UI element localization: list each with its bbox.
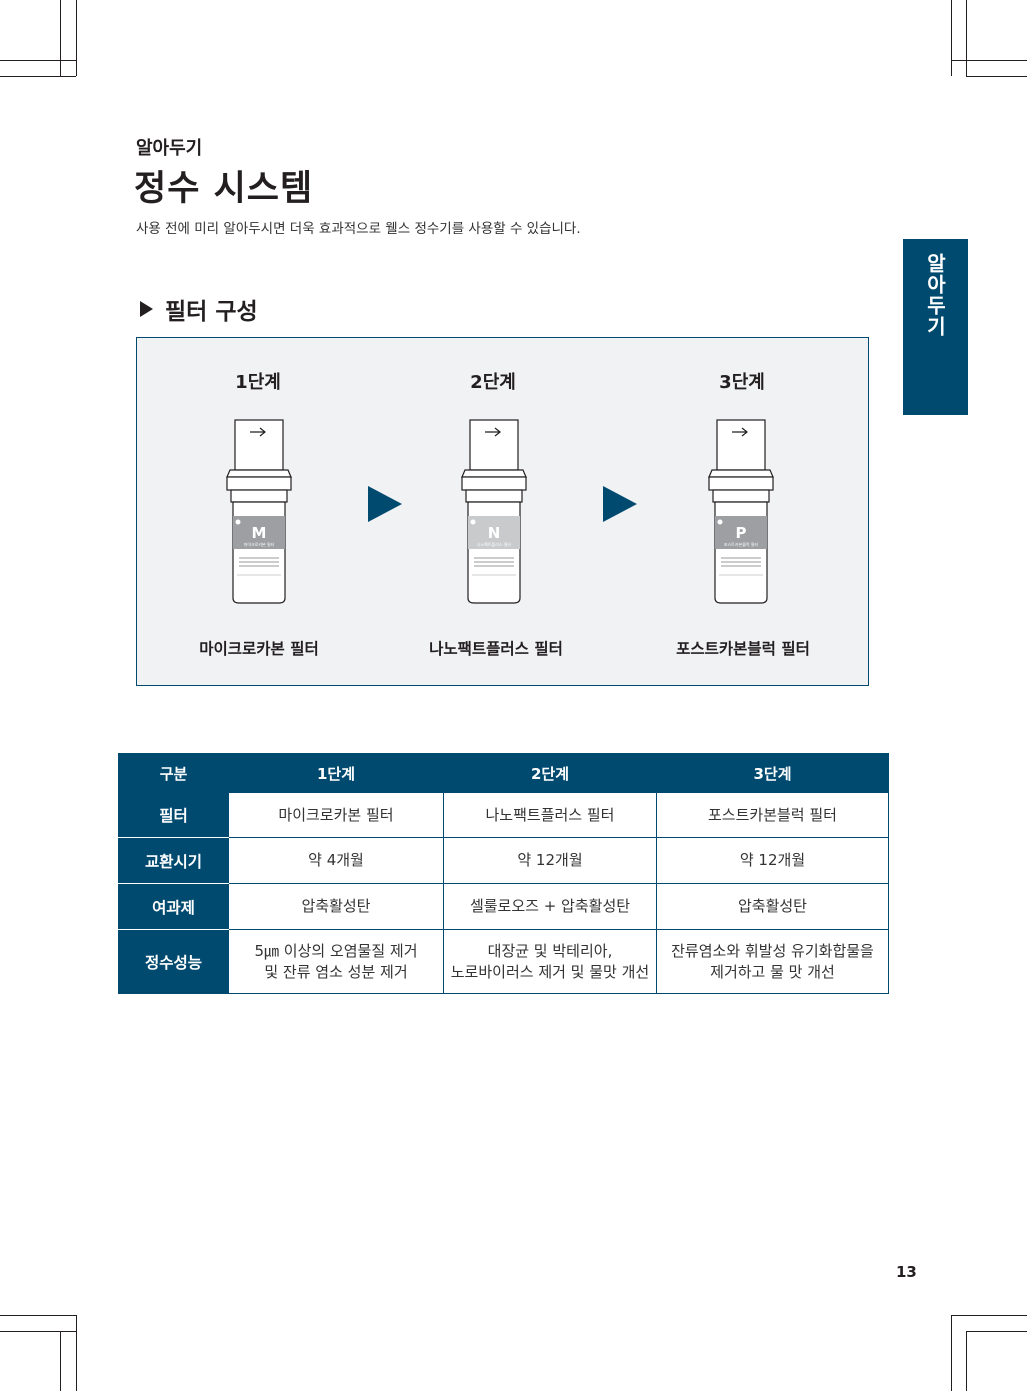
table-header-cell: 2단계 [443, 753, 657, 793]
table-row: 여과제 압축활성탄 셀룰로오즈 + 압축활성탄 압축활성탄 [118, 883, 889, 930]
table-header-cell: 3단계 [656, 753, 889, 793]
table-cell: 마이크로카본 필터 [228, 792, 444, 838]
row-label: 여과제 [118, 883, 229, 930]
table-cell: 셀룰로오즈 + 압축활성탄 [443, 883, 657, 930]
table-cell: 대장균 및 박테리아, 노로바이러스 제거 및 물맛 개선 [443, 929, 657, 994]
crop-mark [966, 1331, 1027, 1332]
filter-name: 마이크로카본 필터 [199, 640, 319, 658]
row-label: 정수성능 [118, 929, 229, 994]
filter-letter: N [488, 524, 501, 542]
page-subtitle: 알아두기 [136, 138, 203, 159]
table-cell: 포스트카본블럭 필터 [656, 792, 889, 838]
crop-mark [76, 0, 77, 76]
filter-spec-table: 구분 1단계 2단계 3단계 필터 마이크로카본 필터 나노팩트플러스 필터 포… [118, 753, 889, 994]
table-cell: 약 12개월 [443, 837, 657, 884]
crop-mark [0, 76, 76, 77]
crop-mark [966, 1331, 967, 1391]
filter-name: 포스트카본블럭 필터 [676, 640, 810, 658]
stage-label: 2단계 [470, 372, 516, 393]
flow-arrow-icon [485, 427, 501, 437]
crop-mark [951, 0, 952, 76]
cell-line: 대장균 및 박테리아, [487, 941, 613, 960]
table-cell: 약 4개월 [228, 837, 444, 884]
filter-label-strip: 포스트카본블럭 필터 [724, 541, 759, 547]
side-tab-label: 알아두기 [923, 253, 947, 337]
table-cell: 나노팩트플러스 필터 [443, 792, 657, 838]
cell-line: 노로바이러스 제거 및 물맛 개선 [450, 962, 650, 981]
triangle-bullet-icon [140, 301, 153, 317]
filter-letter: P [736, 524, 747, 542]
flow-arrow-icon [732, 427, 748, 437]
cell-line: 및 잔류 염소 성분 제거 [264, 962, 408, 981]
table-header-cell: 구분 [118, 753, 229, 793]
filter-cartridge: M 마이크로카본 필터 [226, 419, 292, 604]
filter-cartridge: N 나노팩트플러스 필터 [461, 419, 527, 604]
table-row: 정수성능 5㎛ 이상의 오염물질 제거 및 잔류 염소 성분 제거 대장균 및 … [118, 929, 889, 994]
filter-name: 나노팩트플러스 필터 [429, 640, 563, 658]
cell-line: 제거하고 물 맛 개선 [710, 962, 835, 981]
crop-mark [60, 0, 61, 76]
cell-line: 잔류염소와 휘발성 유기화합물을 [671, 941, 874, 960]
page-title: 정수 시스템 [134, 169, 314, 209]
table-cell: 잔류염소와 휘발성 유기화합물을 제거하고 물 맛 개선 [656, 929, 889, 994]
crop-mark [60, 1331, 61, 1391]
cell-line: 5㎛ 이상의 오염물질 제거 [254, 941, 418, 960]
section-title: 필터 구성 [165, 299, 258, 325]
crop-mark [966, 76, 1027, 77]
arrow-right-icon [603, 486, 637, 522]
crop-mark [951, 60, 1027, 61]
table-header-row: 구분 1단계 2단계 3단계 [118, 753, 889, 793]
page-number: 13 [896, 1263, 917, 1281]
stage-label: 3단계 [719, 372, 765, 393]
row-label: 교환시기 [118, 837, 229, 884]
filter-letter: M [252, 524, 267, 542]
crop-mark [0, 1315, 76, 1316]
filter-label-strip: 나노팩트플러스 필터 [477, 541, 512, 547]
flow-arrow-icon [250, 427, 266, 437]
section-heading: 필터 구성 [140, 292, 258, 326]
crop-mark [951, 1315, 952, 1391]
stage-label: 1단계 [235, 372, 281, 393]
table-cell: 5㎛ 이상의 오염물질 제거 및 잔류 염소 성분 제거 [228, 929, 444, 994]
crop-mark [0, 60, 76, 61]
table-row: 교환시기 약 4개월 약 12개월 약 12개월 [118, 837, 889, 884]
page-description: 사용 전에 미리 알아두시면 더욱 효과적으로 웰스 정수기를 사용할 수 있습… [136, 221, 581, 237]
arrow-right-icon [368, 486, 402, 522]
row-label: 필터 [118, 792, 229, 838]
crop-mark [951, 1315, 1027, 1316]
table-cell: 압축활성탄 [656, 883, 889, 930]
crop-mark [76, 1315, 77, 1391]
table-cell: 압축활성탄 [228, 883, 444, 930]
crop-mark [0, 1331, 76, 1332]
filter-label-strip: 마이크로카본 필터 [244, 541, 275, 547]
crop-mark [966, 0, 967, 76]
table-cell: 약 12개월 [656, 837, 889, 884]
filter-cartridge: P 포스트카본블럭 필터 [708, 419, 774, 604]
table-header-cell: 1단계 [228, 753, 444, 793]
side-tab: 알아두기 [903, 239, 968, 415]
table-row: 필터 마이크로카본 필터 나노팩트플러스 필터 포스트카본블럭 필터 [118, 792, 889, 838]
